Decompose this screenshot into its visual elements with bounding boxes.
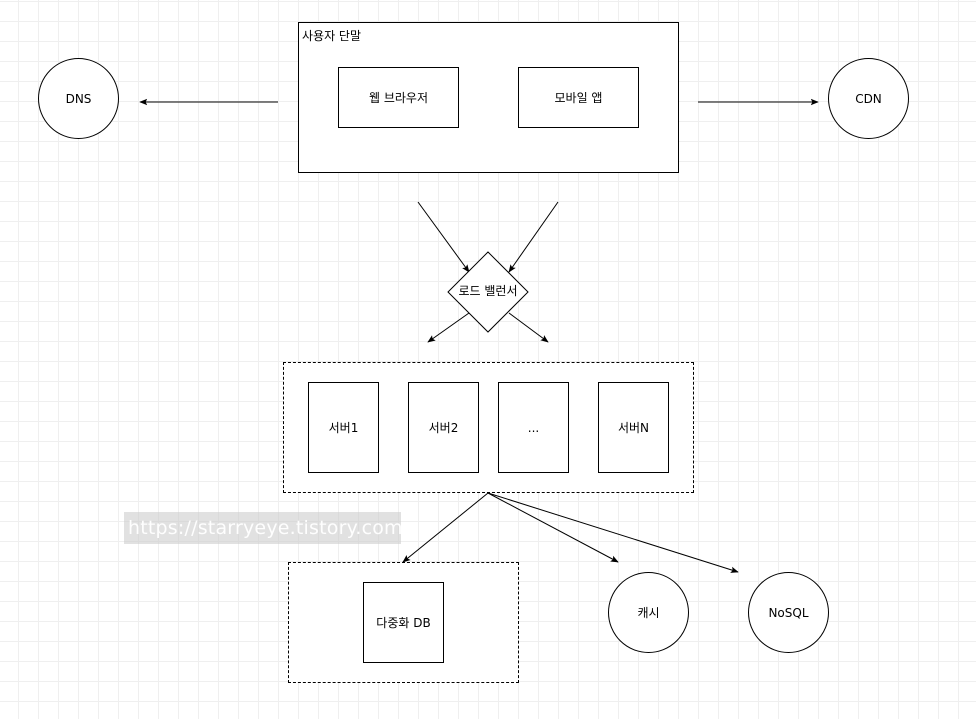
load-balancer-label: 로드 밸런서: [458, 284, 518, 298]
web-browser-node: 웹 브라우저: [338, 67, 459, 128]
edge-lb-to-servers-left: [427, 312, 470, 343]
edge-web-to-lb: [417, 201, 470, 273]
server1-node: 서버1: [308, 382, 379, 473]
edge-lb-to-servers-right: [508, 312, 549, 343]
nosql-node: NoSQL: [748, 572, 829, 653]
cache-node: 캐시: [608, 572, 689, 653]
server2-node: 서버2: [408, 382, 479, 473]
edge-servers-to-db: [402, 492, 489, 563]
load-balancer-diamond: [447, 251, 529, 333]
client-group-title: 사용자 단말: [302, 29, 362, 43]
server-ellipsis-node: ...: [498, 382, 569, 473]
edge-servers-to-nosql: [487, 492, 739, 573]
dns-node: DNS: [38, 58, 119, 139]
cdn-node: CDN: [828, 58, 909, 139]
watermark-text: https://starryeye.tistory.com: [124, 512, 403, 544]
mobile-app-node: 모바일 앱: [518, 67, 639, 128]
edge-mobile-to-lb: [508, 201, 559, 273]
replicated-db-node: 다중화 DB: [363, 582, 444, 663]
serverN-node: 서버N: [598, 382, 669, 473]
edge-servers-to-cache: [487, 492, 619, 563]
